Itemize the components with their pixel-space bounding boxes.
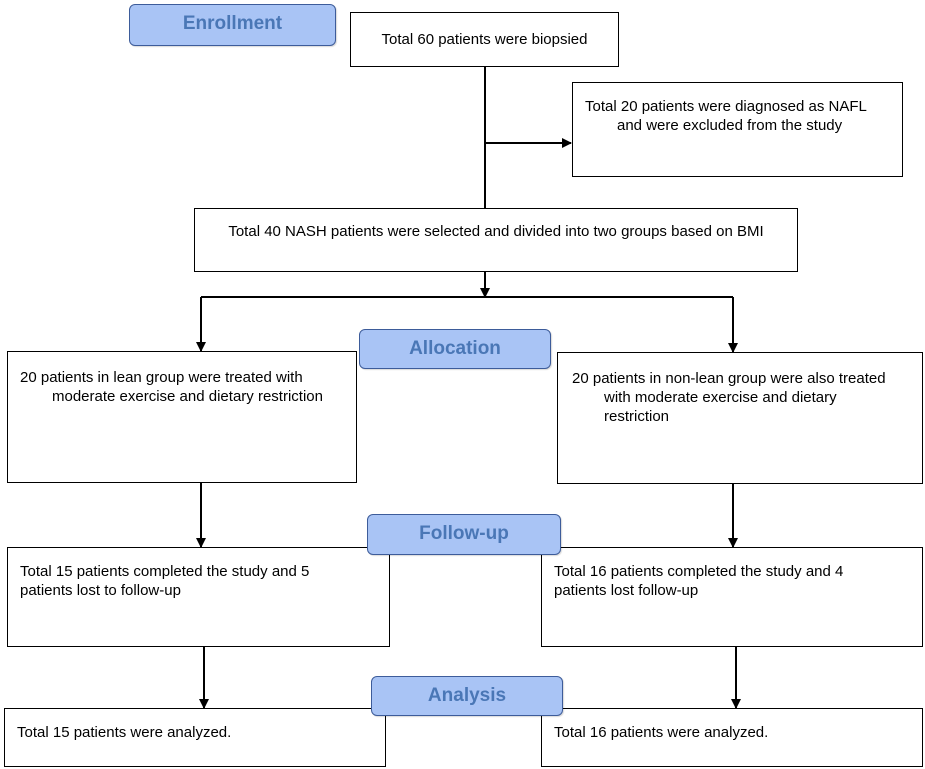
nonlean-group-box: 20 patients in non-lean group were also … — [557, 352, 923, 484]
analysis-stage-label: Analysis — [371, 676, 563, 716]
lean-followup-box: Total 15 patients completed the study an… — [7, 547, 390, 647]
allocation-stage-label: Allocation — [359, 329, 551, 369]
nonlean-group-text: 20 patients in non-lean group were also … — [572, 370, 886, 425]
excluded-box: Total 20 patients were diagnosed as NAFL… — [572, 82, 903, 177]
lean-followup-text: Total 15 patients completed the study an… — [20, 563, 310, 599]
selected-text: Total 40 NASH patients were selected and… — [228, 223, 764, 240]
biopsied-box: Total 60 patients were biopsied — [350, 12, 619, 67]
nonlean-followup-text: Total 16 patients completed the study an… — [554, 563, 844, 599]
nonlean-analysis-text: Total 16 patients were analyzed. — [554, 724, 769, 741]
biopsied-text: Total 60 patients were biopsied — [381, 31, 588, 48]
selected-box: Total 40 NASH patients were selected and… — [194, 208, 798, 272]
follow-up-stage-label: Follow-up — [367, 514, 561, 555]
lean-group-text: 20 patients in lean group were treated w… — [20, 369, 323, 405]
analysis-text: Analysis — [427, 685, 507, 706]
allocation-text: Allocation — [409, 338, 501, 359]
enrollment-text: Enrollment — [182, 13, 283, 34]
lean-analysis-box: Total 15 patients were analyzed. — [4, 708, 386, 767]
follow-up-text: Follow-up — [419, 523, 509, 544]
lean-analysis-text: Total 15 patients were analyzed. — [17, 724, 232, 741]
nonlean-followup-box: Total 16 patients completed the study an… — [541, 547, 923, 647]
nonlean-analysis-box: Total 16 patients were analyzed. — [541, 708, 923, 767]
enrollment-stage-label: Enrollment — [129, 4, 336, 46]
lean-group-box: 20 patients in lean group were treated w… — [7, 351, 357, 483]
excluded-text: Total 20 patients were diagnosed as NAFL… — [585, 98, 867, 134]
